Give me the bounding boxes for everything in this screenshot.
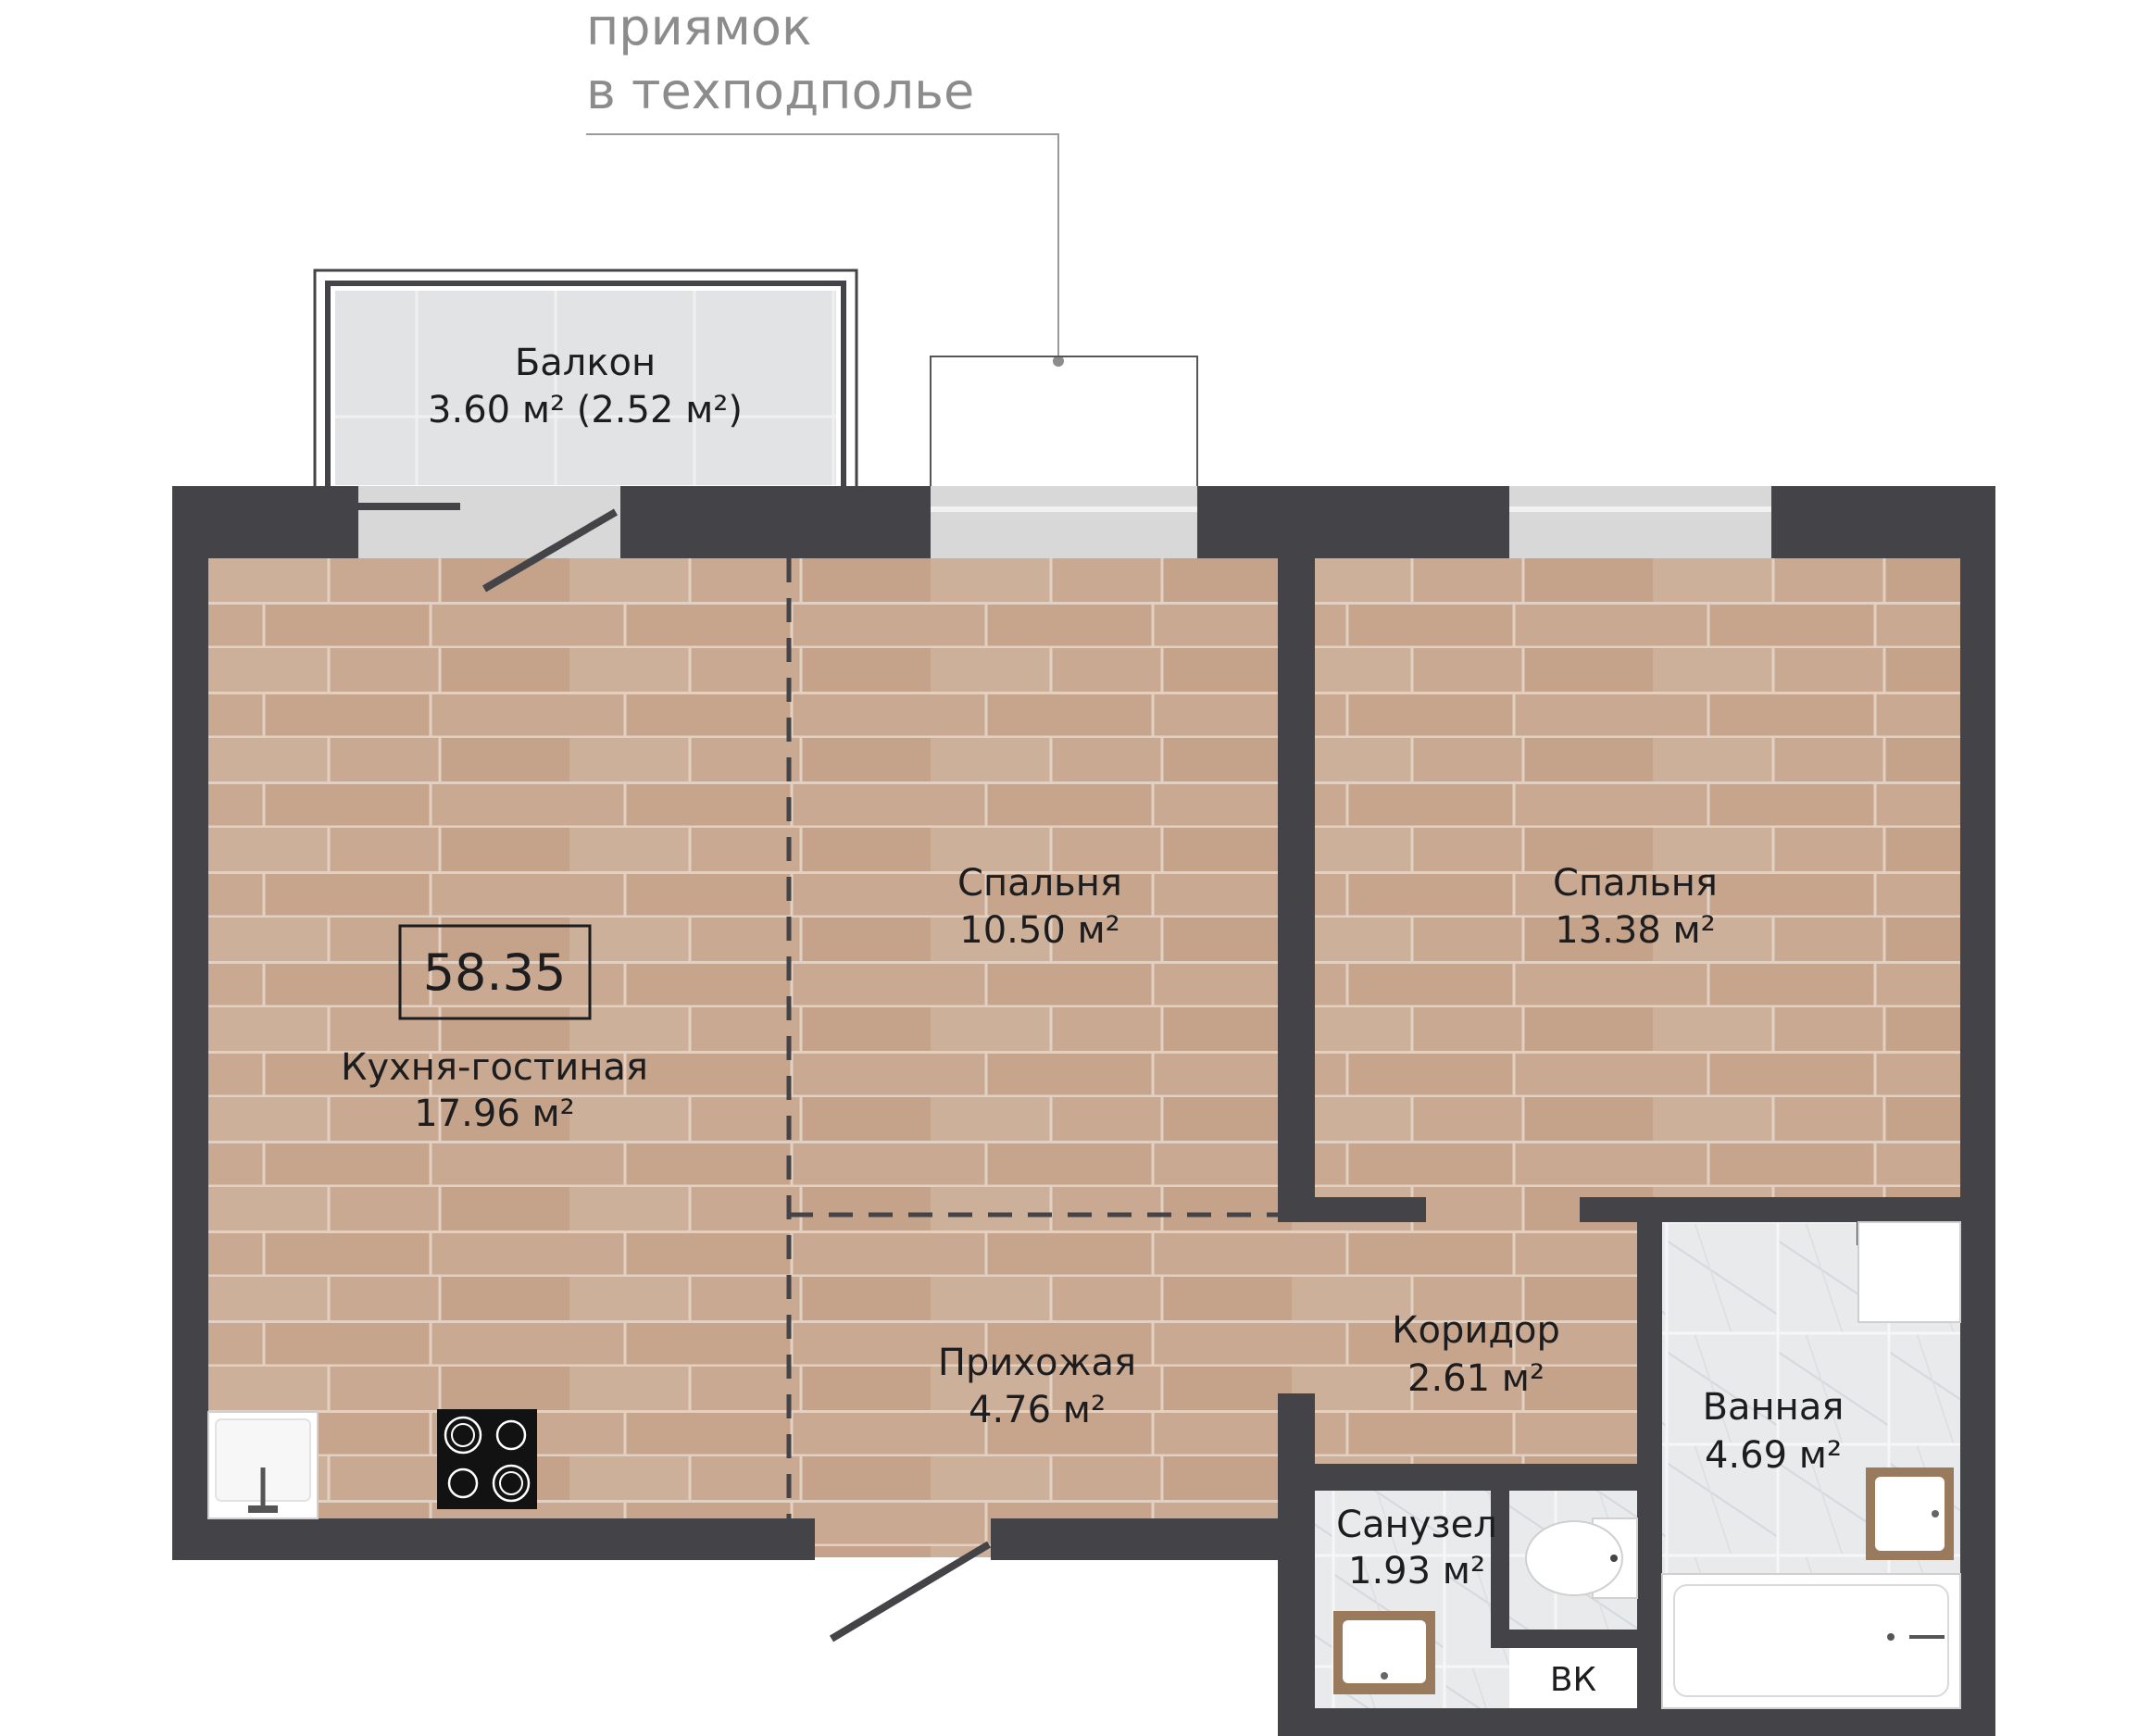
wc-area: 1.93 м² xyxy=(1348,1550,1485,1592)
shaft-box xyxy=(1509,1648,1637,1708)
window-bedroom1 xyxy=(931,486,1197,558)
wood-floor-door-threshold xyxy=(815,1518,991,1557)
callout-leader-line xyxy=(586,133,1059,361)
balcony-door-swing-icon xyxy=(481,508,619,593)
corridor-area: 2.61 м² xyxy=(1407,1357,1544,1400)
toilet-icon xyxy=(1525,1517,1638,1599)
bathroom-name: Ванная xyxy=(1703,1386,1845,1429)
bedroom1-area: 10.50 м² xyxy=(959,909,1119,952)
entrance-door-swing-icon xyxy=(829,1541,992,1642)
callout-text-line2: в техподполье xyxy=(586,62,974,120)
walls xyxy=(172,486,1995,1736)
window-bedroom2 xyxy=(1509,486,1771,558)
bedroom2-area: 13.38 м² xyxy=(1555,909,1715,952)
wood-floor-main xyxy=(208,558,1278,1518)
hall-area: 4.76 м² xyxy=(969,1389,1106,1431)
washbasin-icon xyxy=(1866,1467,1954,1560)
bathroom-cabinet-icon xyxy=(1857,1221,1961,1323)
total-area-value: 58.35 xyxy=(423,943,567,1002)
callout-text-line1: приямок xyxy=(586,0,812,56)
bedroom2-name: Спальня xyxy=(1553,862,1718,905)
callout-dot xyxy=(1053,356,1064,367)
balcony-area: 3.60 м² (2.52 м²) xyxy=(428,389,743,431)
bedroom1-name: Спальня xyxy=(957,862,1122,905)
bathtub-icon xyxy=(1661,1573,1961,1709)
balcony-name: Балкон xyxy=(515,342,656,384)
wc-name: Санузел xyxy=(1336,1504,1497,1546)
shaft-label: ВК xyxy=(1550,1661,1596,1699)
bathroom-area: 4.69 м² xyxy=(1705,1434,1842,1477)
wood-floor-bedroom2 xyxy=(1315,558,1960,1197)
kitchen-sink-icon xyxy=(207,1411,319,1519)
wood-floor-corridor xyxy=(1278,1197,1637,1464)
window-balcony-door xyxy=(358,486,620,558)
kitchen-area: 17.96 м² xyxy=(414,1093,574,1135)
corridor-name: Коридор xyxy=(1392,1309,1560,1352)
pit-outline xyxy=(930,356,1198,486)
total-area-box xyxy=(398,924,592,1020)
hall-name: Прихожая xyxy=(938,1342,1136,1384)
cooktop-icon xyxy=(437,1409,537,1509)
kitchen-name: Кухня-гостиная xyxy=(341,1046,648,1089)
wc-washbasin-icon xyxy=(1333,1611,1435,1694)
balcony-door-panel xyxy=(358,503,460,510)
